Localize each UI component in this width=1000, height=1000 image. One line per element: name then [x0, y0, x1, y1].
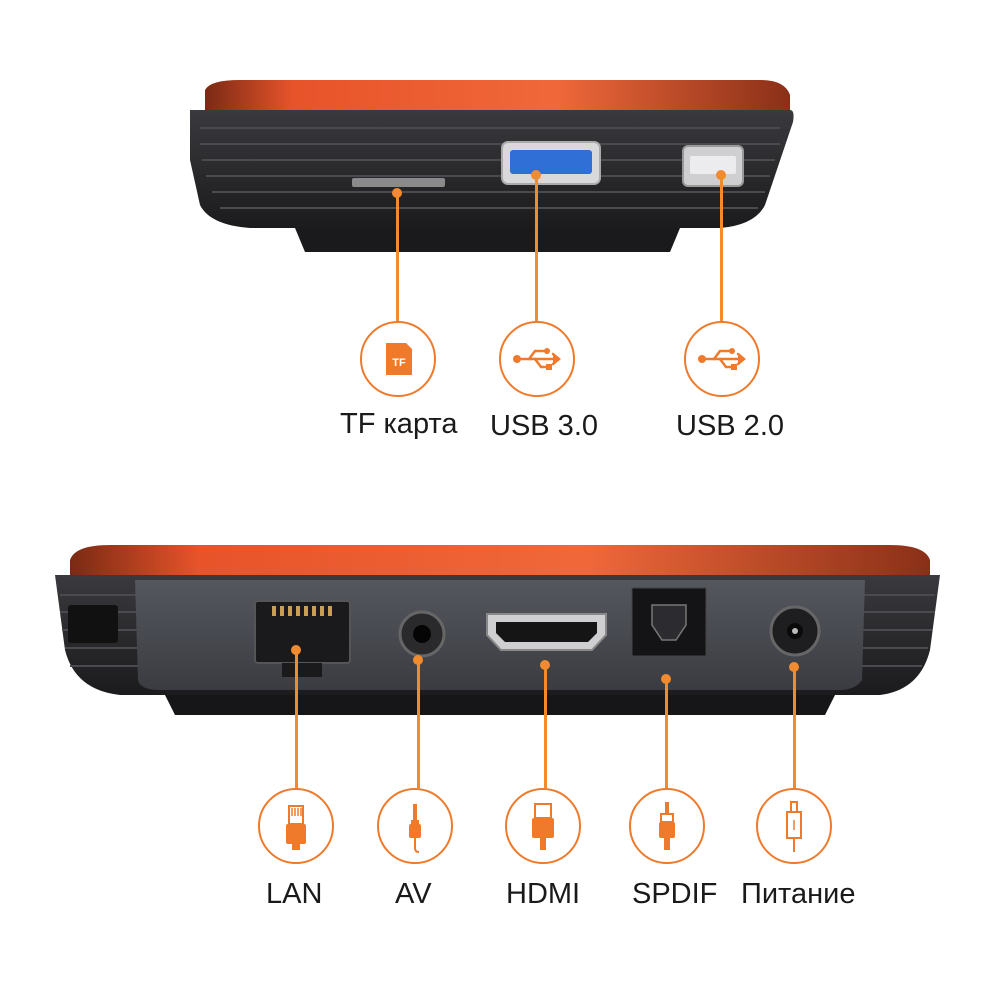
lan-leader — [295, 650, 298, 788]
svg-text:TF: TF — [392, 357, 406, 369]
power-leader — [793, 667, 796, 788]
av-leader — [417, 660, 420, 788]
hdmi-plug-icon — [505, 788, 581, 864]
usb2-leader — [720, 175, 723, 321]
port-label-power: Питание — [741, 878, 856, 910]
top-device — [190, 80, 794, 252]
port-label-spdif: SPDIF — [632, 878, 718, 910]
bottom-device — [55, 545, 940, 715]
port-label-usb2: USB 2.0 — [676, 410, 784, 442]
power-plug-icon — [756, 788, 832, 864]
spdif-leader — [665, 679, 668, 788]
port-label-usb3: USB 3.0 — [490, 410, 598, 442]
tf-card-icon: TF — [360, 321, 436, 397]
port-label-hdmi: HDMI — [506, 878, 581, 910]
hdmi-leader — [544, 665, 547, 788]
port-label-av: AV — [395, 878, 432, 910]
port-label-tf: TF карта — [340, 408, 458, 440]
usb-icon — [499, 321, 575, 397]
optical-plug-icon — [629, 788, 705, 864]
tf-leader — [396, 193, 399, 321]
usb3-leader — [535, 175, 538, 321]
audio-jack-icon — [377, 788, 453, 864]
usb-icon — [684, 321, 760, 397]
port-label-lan: LAN — [266, 878, 323, 910]
ethernet-plug-icon — [258, 788, 334, 864]
